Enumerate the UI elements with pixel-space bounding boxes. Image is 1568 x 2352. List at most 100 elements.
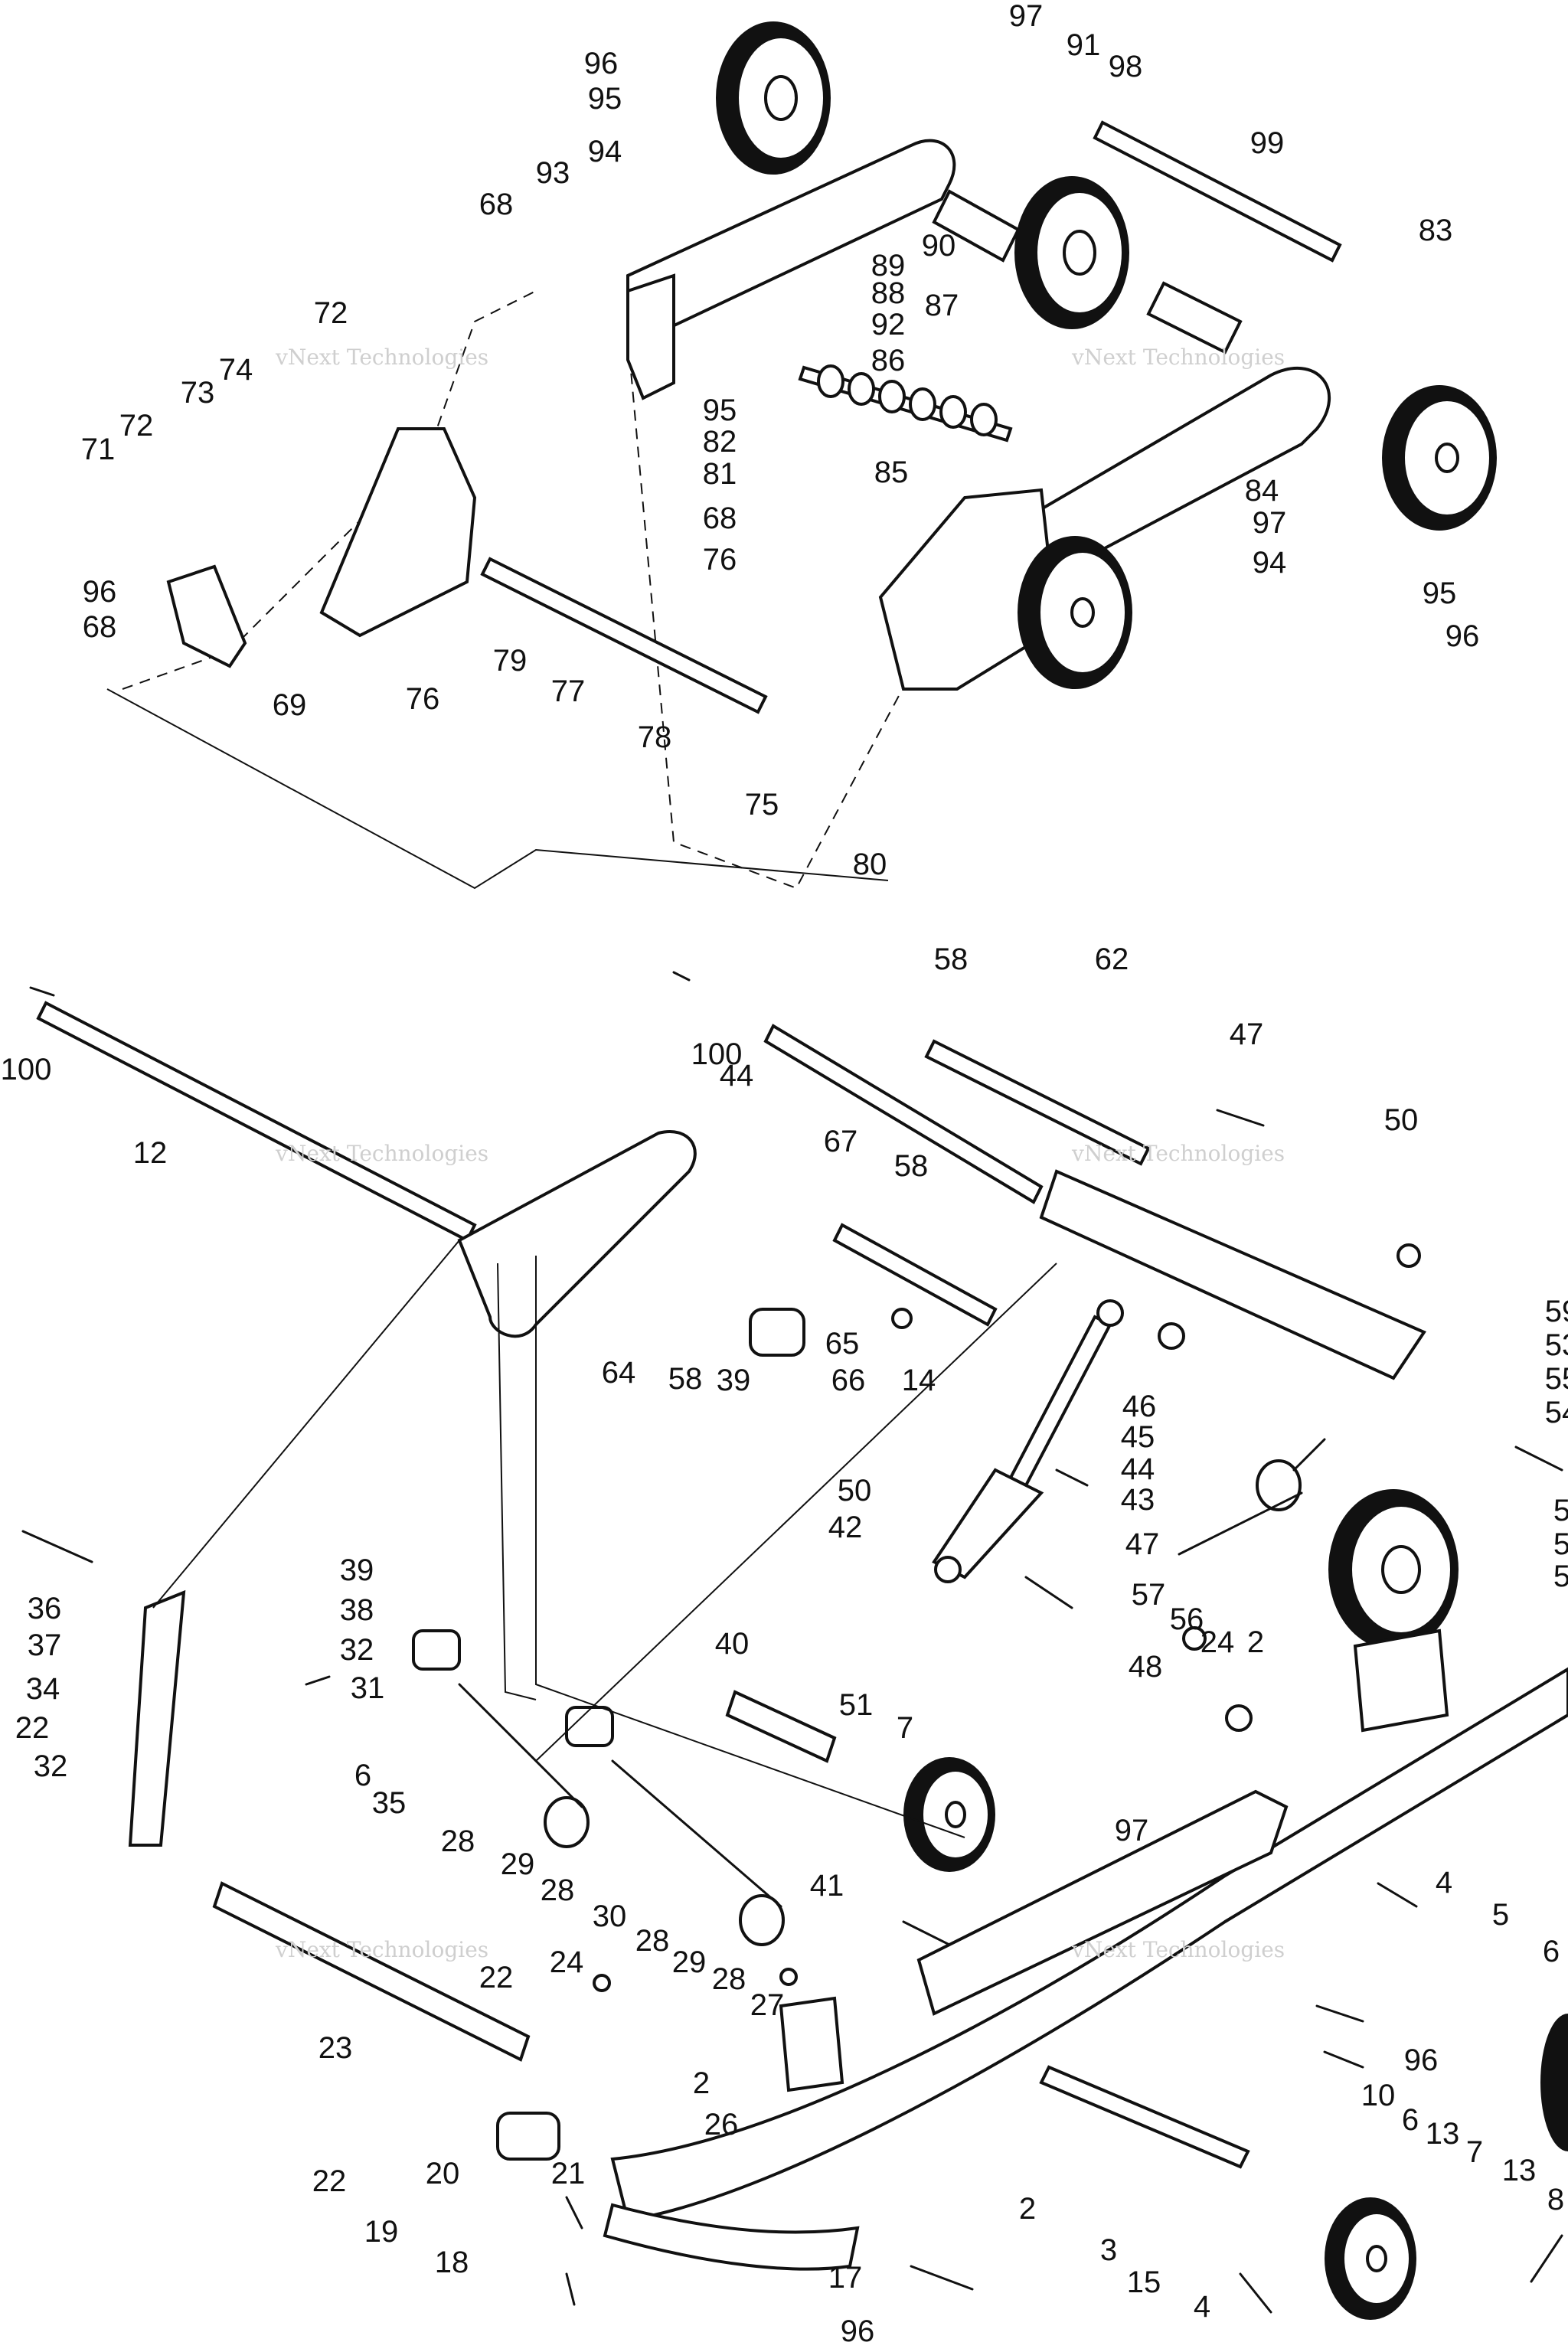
callout-100: 100 bbox=[691, 1037, 743, 1071]
blocks-and-bushings bbox=[412, 1243, 1449, 2161]
callout-64: 64 bbox=[602, 1356, 636, 1390]
callout-4: 4 bbox=[1436, 1866, 1452, 1900]
shock-absorber-45 bbox=[932, 1299, 1124, 1583]
idler-wheel-upper-mid bbox=[1014, 176, 1129, 329]
callout-27: 27 bbox=[750, 1988, 785, 2022]
spring-stack-upper bbox=[817, 364, 998, 436]
tube-67 bbox=[763, 1024, 1044, 1204]
callout-31: 31 bbox=[351, 1671, 385, 1705]
callout-59: 59 bbox=[1545, 1295, 1568, 1328]
watermark-3: vNext Technologies bbox=[275, 1141, 488, 1166]
callout-87: 87 bbox=[925, 289, 959, 322]
callout-51: 51 bbox=[839, 1688, 874, 1722]
shaft-40 bbox=[725, 1690, 837, 1763]
callout-2: 2 bbox=[693, 2066, 710, 2100]
callout-76: 76 bbox=[703, 543, 737, 577]
callout-23: 23 bbox=[318, 2031, 353, 2065]
callout-91: 91 bbox=[1067, 28, 1101, 62]
callout-100: 100 bbox=[1, 1053, 52, 1086]
callout-73: 73 bbox=[181, 376, 215, 410]
callout-26: 26 bbox=[704, 2108, 739, 2141]
callout-7: 7 bbox=[1466, 2135, 1483, 2169]
callout-55: 55 bbox=[1545, 1362, 1568, 1396]
leader-lines bbox=[152, 1240, 1057, 1838]
callout-84: 84 bbox=[1245, 474, 1279, 508]
callout-2: 2 bbox=[1019, 2192, 1036, 2226]
tube-62 bbox=[924, 1039, 1151, 1166]
slider-shoe-17 bbox=[603, 2203, 860, 2271]
idler-wheel-7 bbox=[903, 1757, 995, 1872]
callout-24: 24 bbox=[1200, 1625, 1235, 1659]
watermark-1: vNext Technologies bbox=[275, 345, 488, 370]
callout-6: 6 bbox=[1402, 2103, 1419, 2137]
callout-17: 17 bbox=[828, 2261, 863, 2295]
callout-45: 45 bbox=[1121, 1420, 1155, 1454]
callout-5: 5 bbox=[1492, 1898, 1509, 1932]
idler-wheel-upper-lower bbox=[1018, 536, 1132, 689]
callout-47: 47 bbox=[1230, 1018, 1264, 1051]
callout-67: 67 bbox=[824, 1125, 858, 1158]
callout-47: 47 bbox=[1125, 1527, 1160, 1561]
callout-5: 5 bbox=[1553, 1560, 1568, 1593]
upper-rear-axle-assembly bbox=[106, 21, 1497, 890]
callout-97: 97 bbox=[1009, 0, 1044, 33]
callout-15: 15 bbox=[1127, 2265, 1161, 2299]
callout-29: 29 bbox=[501, 1847, 535, 1881]
callout-69: 69 bbox=[273, 688, 307, 722]
callout-18: 18 bbox=[435, 2246, 469, 2279]
callout-30: 30 bbox=[593, 1900, 627, 1933]
callout-96: 96 bbox=[83, 575, 117, 609]
callout-68: 68 bbox=[703, 501, 737, 535]
shaft-23 bbox=[212, 1881, 531, 2062]
callout-48: 48 bbox=[1129, 1650, 1163, 1684]
idler-wheel-upper-right bbox=[1382, 385, 1497, 531]
callout-92: 92 bbox=[871, 308, 906, 341]
callout-38: 38 bbox=[340, 1593, 374, 1627]
callout-22: 22 bbox=[15, 1711, 50, 1745]
callout-98: 98 bbox=[1109, 50, 1143, 83]
callout-28: 28 bbox=[441, 1824, 475, 1858]
callout-96: 96 bbox=[1446, 619, 1480, 653]
callout-97: 97 bbox=[1115, 1814, 1149, 1847]
shaft-10 bbox=[1039, 2065, 1250, 2169]
callout-58: 58 bbox=[894, 1149, 929, 1183]
callout-74: 74 bbox=[219, 353, 253, 387]
callout-46: 46 bbox=[1122, 1390, 1157, 1423]
rear-arm-upper bbox=[626, 139, 956, 400]
callout-5: 5 bbox=[1553, 1494, 1568, 1527]
callout-58: 58 bbox=[934, 942, 969, 976]
callout-68: 68 bbox=[479, 188, 514, 221]
torsion-springs-29 bbox=[458, 1438, 1326, 1946]
watermark-5: vNext Technologies bbox=[275, 1937, 488, 1962]
callout-32: 32 bbox=[340, 1633, 374, 1667]
callout-56: 56 bbox=[1170, 1602, 1204, 1636]
callout-41: 41 bbox=[810, 1869, 844, 1903]
bolts bbox=[21, 971, 1563, 2314]
watermark-4: vNext Technologies bbox=[1071, 1141, 1285, 1166]
callout-7: 7 bbox=[897, 1711, 913, 1745]
callout-57: 57 bbox=[1132, 1578, 1166, 1612]
callout-36: 36 bbox=[28, 1592, 62, 1625]
tube-14 bbox=[832, 1223, 998, 1327]
callout-32: 32 bbox=[34, 1749, 68, 1783]
watermark-6: vNext Technologies bbox=[1071, 1937, 1285, 1962]
callout-50: 50 bbox=[1384, 1103, 1419, 1137]
callout-78: 78 bbox=[638, 720, 672, 754]
idler-wheel-upper-left bbox=[716, 21, 831, 175]
callout-13: 13 bbox=[1502, 2154, 1537, 2187]
callout-76: 76 bbox=[406, 682, 440, 716]
left-side-bracket bbox=[166, 427, 477, 668]
callout-81: 81 bbox=[703, 457, 737, 491]
callout-28: 28 bbox=[635, 1924, 670, 1958]
callout-6: 6 bbox=[354, 1759, 371, 1792]
callout-3: 3 bbox=[1100, 2233, 1117, 2267]
callout-10: 10 bbox=[1361, 2079, 1396, 2112]
callout-96: 96 bbox=[1404, 2043, 1439, 2077]
idler-wheel-edge bbox=[1540, 2014, 1568, 2151]
callout-97: 97 bbox=[1253, 506, 1287, 540]
callout-5: 5 bbox=[1553, 1527, 1568, 1561]
callout-96: 96 bbox=[841, 2314, 875, 2348]
callout-39: 39 bbox=[340, 1553, 374, 1587]
callout-83: 83 bbox=[1419, 214, 1453, 247]
